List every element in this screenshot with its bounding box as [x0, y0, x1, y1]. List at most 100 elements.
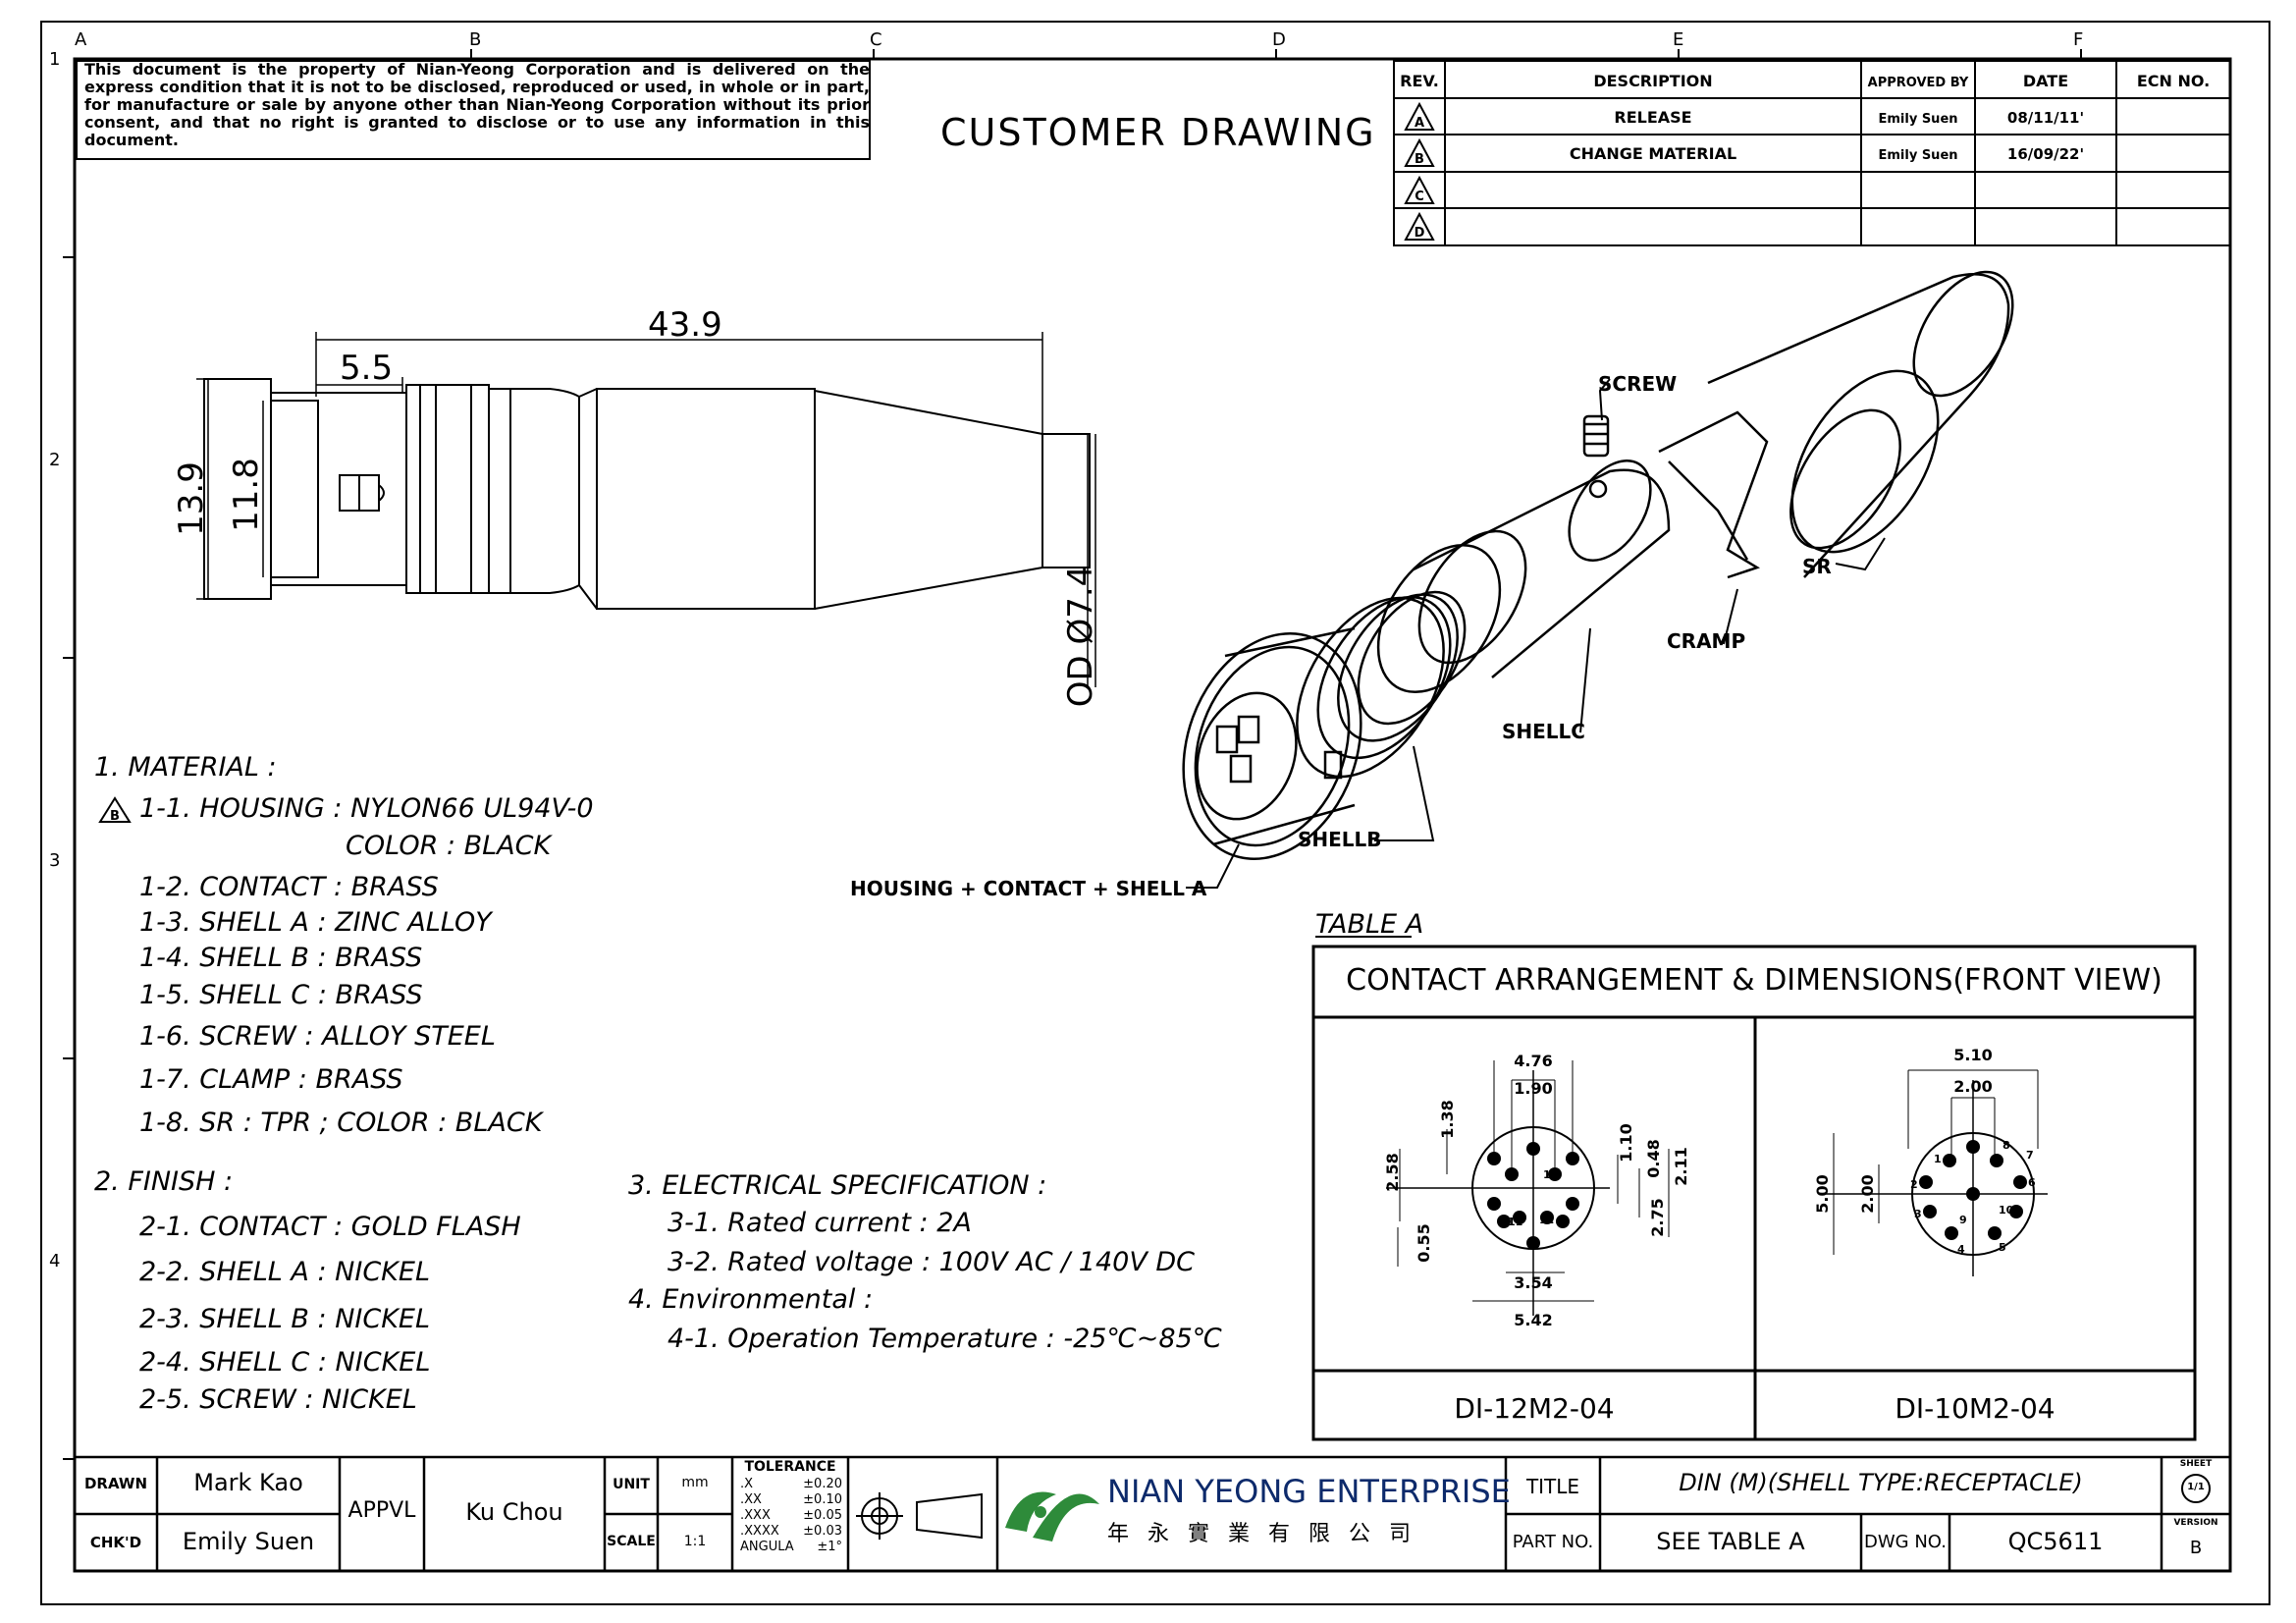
left-contact-pins: [1487, 1142, 1579, 1250]
right-contact-pins: [1919, 1140, 2027, 1240]
right-dims: 5.10 2.00 5.00 2.00: [1813, 1046, 1993, 1214]
material-rev-mark: B: [98, 795, 132, 824]
tolerance-key: ANGULA: [740, 1540, 794, 1554]
zone-number: 1: [49, 49, 60, 70]
revision-headers: REV. DESCRIPTION APPROVED BY DATE ECN NO…: [1400, 72, 2210, 90]
tolerance-label: TOLERANCE: [744, 1459, 836, 1475]
exploded-labels: SCREW SR CRAMP SHELLC SHELLB HOUSING + C…: [850, 372, 1832, 900]
company-name-cn: 年 永 實 業 有 限 公 司: [1107, 1522, 1416, 1546]
outer-frame: [40, 21, 2270, 1605]
table-a-grid: [1311, 945, 2197, 1441]
pin-number: 10: [1999, 1204, 2014, 1217]
zone-letter: A: [75, 29, 87, 50]
tolerance-value: ±1°: [817, 1540, 842, 1554]
dim-text: 2.00: [1953, 1077, 1992, 1096]
appvl-value: Ku Chou: [465, 1498, 563, 1526]
dim-total-length: 43.9: [648, 305, 722, 345]
zone-number: 3: [49, 850, 60, 871]
dim-text: 2.00: [1858, 1174, 1877, 1213]
electrical-heading: 3. ELECTRICAL SPECIFICATION :: [628, 1170, 1047, 1201]
side-view-dims: [196, 332, 1096, 687]
tolerance-value: ±0.20: [803, 1477, 842, 1491]
screw-label: SCREW: [1598, 372, 1677, 396]
pin-number: 1: [1934, 1153, 1942, 1165]
tolerance-key: .XX: [740, 1492, 762, 1507]
exploded-leaders: [1186, 378, 1886, 889]
tolerance-key: .XXX: [740, 1508, 771, 1523]
dim-text: 1.90: [1514, 1079, 1552, 1098]
zone-letter: B: [469, 29, 481, 50]
pin-number: 7: [2026, 1149, 2034, 1162]
left-dims: 4.76 1.90 1.38 1.10 0.48 2.11 2.58 0.55 …: [1383, 1052, 1690, 1329]
part-no-value: SEE TABLE A: [1656, 1528, 1805, 1555]
pin-number: 12: [1539, 1214, 1554, 1226]
revision-table-grid: [1393, 60, 2231, 246]
material-item: 1-1. HOUSING : NYLON66 UL94V-0: [139, 793, 594, 824]
drawn-label: DRAWN: [83, 1475, 148, 1492]
rev-date: 16/09/22': [2007, 145, 2084, 163]
tolerance-value: ±0.10: [803, 1492, 842, 1507]
finish-item: 2-5. SCREW : NICKEL: [139, 1384, 417, 1415]
company-logo-icon: [1005, 1491, 1099, 1542]
pin-number: 2: [1910, 1178, 1918, 1191]
side-view: [203, 378, 1091, 610]
title-value: DIN (M)(SHELL TYPE:RECEPTACLE): [1679, 1469, 2083, 1496]
table-a-header: CONTACT ARRANGEMENT & DIMENSIONS(FRONT V…: [1346, 963, 2163, 998]
dim-outer-diameter: OD Ø7.4: [1061, 566, 1100, 708]
approved-header: APPROVED BY: [1868, 76, 1969, 90]
table-a-label: TABLE A: [1315, 909, 1423, 940]
drawn-value: Mark Kao: [193, 1469, 303, 1496]
dim-text: 1.10: [1617, 1123, 1635, 1162]
tolerance-value: ±0.05: [803, 1508, 842, 1523]
chkd-value: Emily Suen: [182, 1528, 315, 1555]
left-contact-pattern: [1386, 1060, 1670, 1316]
version-value: B: [2189, 1538, 2203, 1558]
pin-number: 8: [2002, 1139, 2010, 1152]
material-item: 1-8. SR : TPR ; COLOR : BLACK: [139, 1108, 543, 1138]
dim-text: 0.48: [1644, 1139, 1663, 1177]
side-view-dim-text: 43.9 5.5 13.9 11.8 OD Ø7.4: [172, 305, 1100, 707]
environmental-item: 4-1. Operation Temperature : -25℃~85℃: [667, 1324, 1223, 1354]
rev-letter: B: [1415, 152, 1424, 167]
dim-text: 5.10: [1953, 1046, 1992, 1064]
finish-item: 2-2. SHELL A : NICKEL: [139, 1257, 430, 1287]
title-block-grid: [73, 1455, 2232, 1573]
zone-number: 2: [49, 450, 60, 470]
appvl-label: APPVL: [347, 1498, 416, 1523]
company-name: NIAN YEONG ENTERPRISE: [1107, 1473, 1511, 1510]
sheet-label: SHEET: [2179, 1459, 2213, 1469]
exploded-view: [1182, 270, 2014, 860]
drawing-title: CUSTOMER DRAWING: [940, 111, 1376, 154]
dwg-no-value: QC5611: [2007, 1528, 2104, 1555]
left-part-number: DI-12M2-04: [1454, 1392, 1614, 1425]
dim-text: 5.00: [1813, 1174, 1832, 1213]
projection-symbol-icon: [856, 1492, 983, 1540]
zone-labels: A B C D E F 1 2 3 4: [49, 29, 2083, 1271]
rev-approved: Emily Suen: [1878, 112, 1957, 127]
unit-value: mm: [681, 1475, 709, 1490]
dim-text: 2.58: [1383, 1153, 1402, 1191]
finish-item: 2-1. CONTACT : GOLD FLASH: [139, 1212, 521, 1242]
rev-triangle-icon: B: [98, 795, 132, 824]
dim-front-length: 5.5: [340, 349, 393, 388]
material-item: 1-5. SHELL C : BRASS: [139, 980, 423, 1010]
sr-label: SR: [1802, 555, 1832, 578]
left-pin-numbers: 10 11 12: [1508, 1168, 1559, 1228]
scale-label: SCALE: [607, 1534, 656, 1549]
dim-text: 2.75: [1648, 1198, 1667, 1236]
electrical-item: 3-1. Rated current : 2A: [667, 1208, 972, 1238]
material-item: 1-6. SCREW : ALLOY STEEL: [139, 1021, 496, 1052]
rev-header: REV.: [1400, 72, 1439, 90]
tolerance-key: .X: [740, 1477, 754, 1491]
rev-letter: B: [110, 809, 120, 824]
material-item: 1-4. SHELL B : BRASS: [139, 943, 423, 973]
ownership-notice: This document is the property of Nian-Ye…: [84, 60, 870, 149]
right-pin-numbers: 1 2 3 4 5 6 7 8 9 10: [1910, 1139, 2036, 1256]
housing-label: HOUSING + CONTACT + SHELL A: [850, 877, 1207, 900]
dim-text: 4.76: [1514, 1052, 1552, 1070]
title-label: TITLE: [1525, 1475, 1580, 1498]
right-part-number: DI-10M2-04: [1895, 1392, 2055, 1425]
description-header: DESCRIPTION: [1593, 72, 1712, 90]
material-item: 1-2. CONTACT : BRASS: [139, 872, 439, 902]
